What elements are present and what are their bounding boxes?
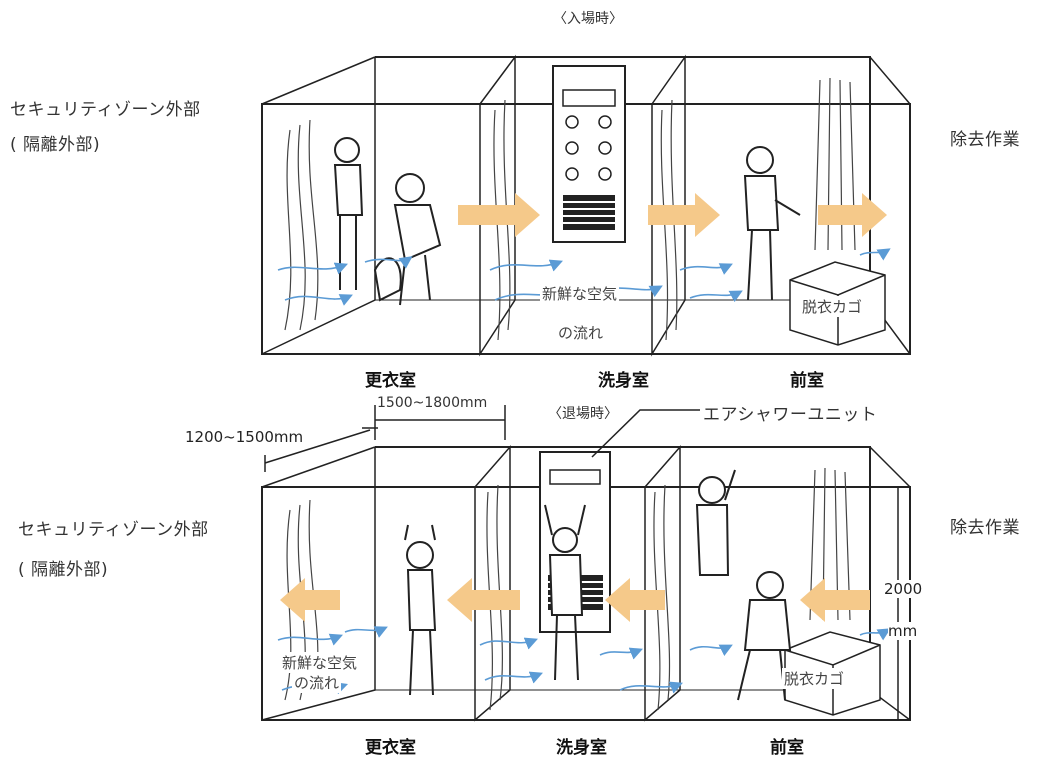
exit-left-zone-line1: セキュリティゾーン外部 bbox=[18, 520, 209, 540]
width-dim-line bbox=[374, 405, 506, 440]
exit-flow-arrow-3 bbox=[447, 578, 520, 622]
depth-dimension-label: 1200~1500mm bbox=[185, 428, 304, 446]
entry-flow-arrows bbox=[458, 193, 887, 237]
exit-air-arrows bbox=[277, 626, 891, 695]
entry-basket-label: 脱衣カゴ bbox=[800, 296, 865, 317]
entry-room-shower: 洗身室 bbox=[598, 371, 649, 391]
entry-room-front: 前室 bbox=[790, 371, 824, 391]
entry-caption: 〈入場時〉 bbox=[553, 11, 623, 27]
exit-air-flow-line2: の流れ bbox=[292, 672, 342, 693]
air-shower-unit-label: エアシャワーユニット bbox=[703, 405, 878, 425]
exit-flow-arrow-1 bbox=[800, 578, 870, 622]
entry-flow-arrow-3 bbox=[818, 193, 887, 237]
entry-right-zone: 除去作業 bbox=[950, 130, 1020, 150]
height-dim-line bbox=[890, 486, 906, 721]
entry-air-shower-unit bbox=[552, 65, 626, 243]
entry-flow-arrow-1 bbox=[458, 193, 540, 237]
exit-basket-label: 脱衣カゴ bbox=[782, 668, 847, 689]
exit-right-zone: 除去作業 bbox=[950, 518, 1020, 538]
entry-air-flow-line2: の流れ bbox=[556, 322, 606, 343]
exit-flow-arrow-4 bbox=[280, 578, 340, 622]
entry-room-changing: 更衣室 bbox=[365, 371, 416, 391]
exit-left-zone-line2: ( 隔離外部) bbox=[18, 560, 109, 580]
height-dimension-unit: mm bbox=[888, 622, 918, 640]
exit-room-shower: 洗身室 bbox=[556, 738, 607, 758]
entry-people bbox=[333, 137, 801, 306]
exit-room-front: 前室 bbox=[770, 738, 804, 758]
entry-left-zone-line1: セキュリティゾーン外部 bbox=[10, 100, 201, 120]
exit-air-flow-line1: 新鮮な空気 bbox=[280, 652, 360, 673]
exit-flow-arrow-2 bbox=[605, 578, 665, 622]
depth-dim-line bbox=[264, 427, 378, 472]
width-dimension-label: 1500~1800mm bbox=[377, 395, 488, 411]
height-dimension-value: 2000 bbox=[884, 580, 923, 598]
exit-caption: 〈退場時〉 bbox=[548, 406, 618, 422]
entry-air-flow-line1: 新鮮な空気 bbox=[540, 283, 620, 304]
entry-flow-arrow-2 bbox=[648, 193, 720, 237]
air-shower-pointer bbox=[591, 409, 700, 458]
exit-flow-arrows bbox=[280, 578, 870, 622]
exit-room-changing: 更衣室 bbox=[365, 738, 416, 758]
entry-air-arrows bbox=[277, 248, 891, 306]
entry-left-zone-line2: ( 隔離外部) bbox=[10, 135, 101, 155]
exit-people bbox=[404, 469, 792, 701]
dimension-lines bbox=[264, 405, 906, 721]
